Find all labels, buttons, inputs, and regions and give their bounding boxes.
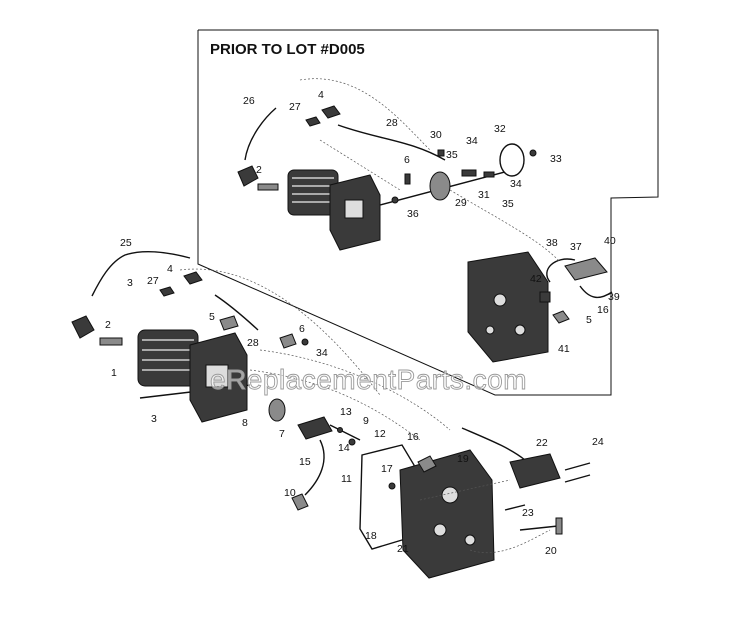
part-label: 8 <box>242 417 248 429</box>
part-label: 34 <box>510 178 522 190</box>
part-label: 20 <box>545 545 557 557</box>
part-label: 24 <box>592 436 604 448</box>
part-label: 33 <box>550 153 562 165</box>
part-label: 28 <box>247 337 259 349</box>
part-label: 41 <box>558 343 570 355</box>
part-label: 1 <box>111 367 117 379</box>
part-label: 16 <box>407 431 419 443</box>
part-label: 12 <box>374 428 386 440</box>
inset-parts <box>237 105 613 363</box>
part-label: 7 <box>279 428 285 440</box>
part-label: 2 <box>256 164 262 176</box>
part-label: 38 <box>546 237 558 249</box>
part-label: 35 <box>502 198 514 210</box>
part-label: 22 <box>536 437 548 449</box>
part-label: 28 <box>386 117 398 129</box>
part-label: 30 <box>430 129 442 141</box>
part-label: 29 <box>455 197 467 209</box>
part-label: 35 <box>446 149 458 161</box>
part-label: 6 <box>404 154 410 166</box>
inset-frame <box>197 29 659 396</box>
part-label: 5 <box>586 314 592 326</box>
part-label: 27 <box>147 275 159 287</box>
part-label: 19 <box>457 453 469 465</box>
part-label: 2 <box>105 319 111 331</box>
part-label: 23 <box>522 507 534 519</box>
part-label: 32 <box>494 123 506 135</box>
part-label: 25 <box>120 237 132 249</box>
part-label: 34 <box>466 135 478 147</box>
part-label: 4 <box>318 89 324 101</box>
main-guide-lines <box>179 268 551 554</box>
part-label: 39 <box>608 291 620 303</box>
main-parts <box>71 250 591 579</box>
part-label: 40 <box>604 235 616 247</box>
watermark: eReplacementParts.com <box>210 364 527 395</box>
part-label: 37 <box>570 241 582 253</box>
part-label: 34 <box>316 347 328 359</box>
part-label: 21 <box>397 543 409 555</box>
part-label: 3 <box>151 413 157 425</box>
part-label: 42 <box>530 273 542 285</box>
inset-guide-lines <box>299 78 561 263</box>
part-label: 6 <box>299 323 305 335</box>
part-label: 10 <box>284 487 296 499</box>
part-label: 14 <box>338 442 350 454</box>
part-label: 36 <box>407 208 419 220</box>
part-label: 11 <box>341 473 352 485</box>
part-label: 18 <box>365 530 377 542</box>
part-label: 31 <box>478 189 490 201</box>
part-label: 15 <box>299 456 311 468</box>
part-label: 9 <box>363 415 369 427</box>
part-label: 4 <box>167 263 173 275</box>
inset-title: PRIOR TO LOT #D005 <box>210 41 365 58</box>
part-number-callouts: 26 27 4 28 30 34 32 33 2 6 35 31 34 35 2… <box>105 89 620 557</box>
part-label: 13 <box>340 406 352 418</box>
part-label: 26 <box>243 95 255 107</box>
part-label: 27 <box>289 101 301 113</box>
part-label: 5 <box>209 311 215 323</box>
part-label: 17 <box>381 463 393 475</box>
part-label: 3 <box>127 277 133 289</box>
part-label: 16 <box>597 304 609 316</box>
